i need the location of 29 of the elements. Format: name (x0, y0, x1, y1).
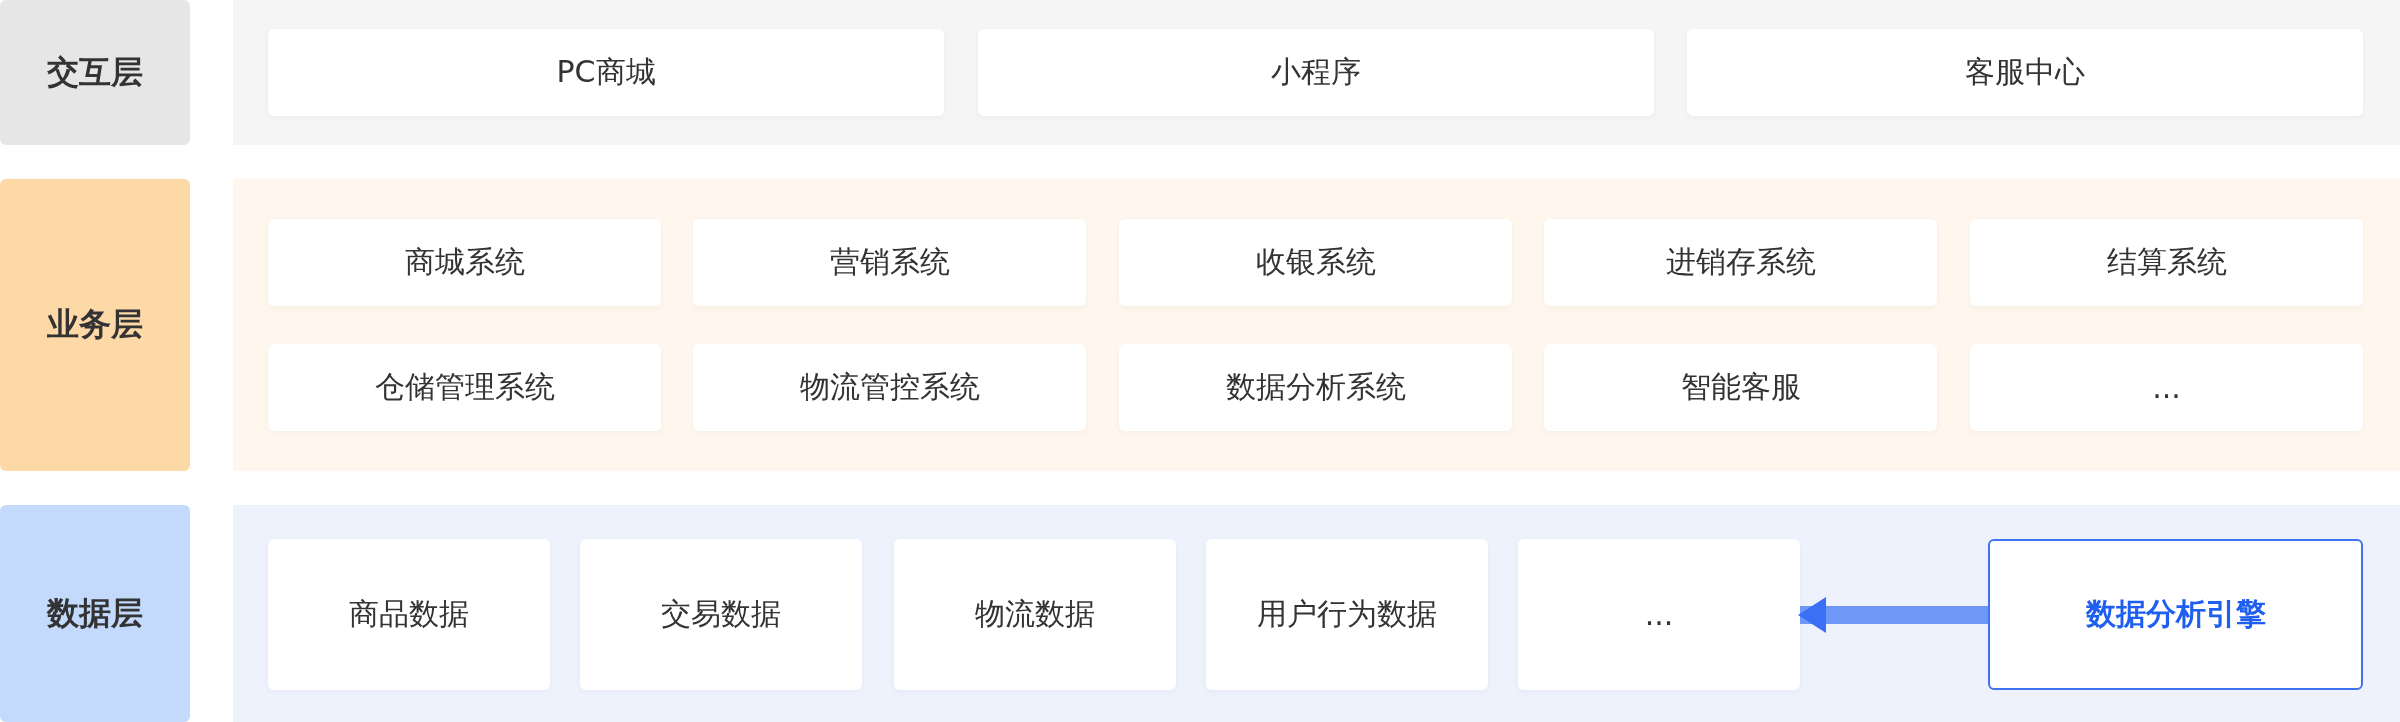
layer-label (0, 0, 190, 145)
box-label: PC商城 (556, 53, 656, 91)
box-label: 智能客服 (1680, 368, 1801, 406)
layer-label (0, 179, 190, 471)
box-label: 交易数据 (661, 595, 781, 633)
box-label: 营销系统 (829, 243, 950, 281)
box-label: 收银系统 (1255, 243, 1376, 281)
box-label: 数据分析系统 (1225, 368, 1406, 406)
box-label: 进销存系统 (1665, 243, 1816, 281)
box-label: 商城系统 (404, 243, 525, 281)
box-label: 客服中心 (1965, 53, 2085, 91)
box-label: 数据分析引擎 (2085, 595, 2266, 633)
box-label: 商品数据 (349, 595, 469, 633)
box-label: 小程序 (1271, 53, 1361, 91)
layer-panel (233, 505, 2400, 722)
module-box (1518, 539, 1800, 690)
box-label: 数据层 (47, 592, 143, 634)
engine-box (1988, 539, 2363, 690)
box-label: ... (2152, 370, 2181, 405)
box-label: 交互层 (47, 51, 143, 93)
box-label: 用户行为数据 (1257, 595, 1437, 633)
box-label: ... (1644, 597, 1674, 632)
box-label: 物流数据 (975, 595, 1095, 633)
layer-label (0, 505, 190, 722)
box-label: 仓储管理系统 (374, 368, 555, 406)
box-label: 物流管控系统 (799, 368, 980, 406)
arrow (1798, 597, 1988, 633)
box-label: 结算系统 (2106, 243, 2227, 281)
box-label: 业务层 (47, 304, 143, 345)
